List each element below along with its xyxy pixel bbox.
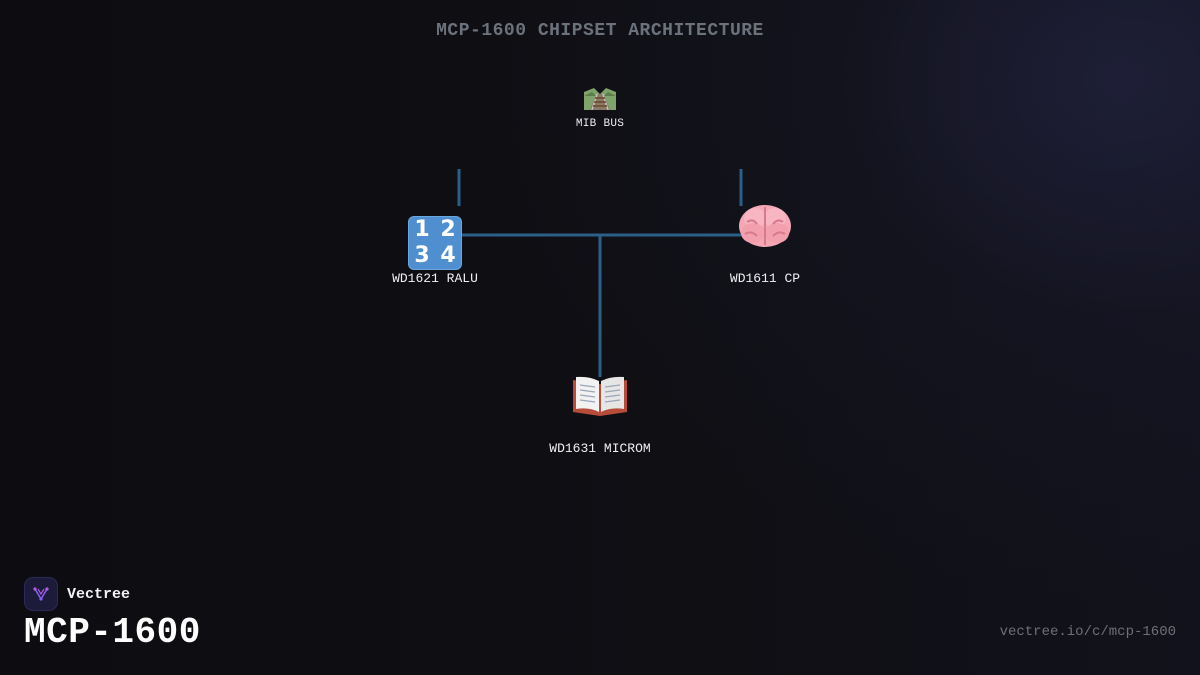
cp-label: WD1611 CP — [729, 271, 801, 286]
cp-node[interactable]: WD1611 CP — [695, 200, 835, 286]
keypad-digit: 4 — [440, 243, 456, 268]
microm-label: WD1631 MICROM — [549, 441, 651, 456]
railway-track-icon — [540, 86, 660, 116]
brand[interactable]: Vectree — [24, 577, 130, 611]
microm-node[interactable]: WD1631 MICROM — [525, 370, 675, 456]
bus-label: MIB BUS — [575, 118, 625, 130]
product-title: MCP-1600 — [24, 612, 201, 653]
keypad-digit: 2 — [440, 217, 456, 242]
ralu-node[interactable]: 1 2 3 4 WD1621 RALU — [365, 200, 505, 286]
ralu-label: WD1621 RALU — [392, 271, 478, 286]
vectree-logo-icon — [24, 577, 58, 611]
mib-bus-node[interactable]: MIB BUS — [540, 86, 660, 130]
site-url-link[interactable]: vectree.io/c/mcp-1600 — [999, 624, 1176, 640]
brain-icon — [695, 200, 835, 258]
keypad-digit: 1 — [414, 217, 430, 242]
keypad-digit: 3 — [414, 243, 430, 268]
open-book-icon — [525, 370, 675, 428]
input-numbers-icon: 1 2 3 4 — [365, 200, 505, 270]
diagram-title: MCP-1600 CHIPSET ARCHITECTURE — [436, 21, 764, 41]
brand-name: Vectree — [67, 585, 131, 603]
